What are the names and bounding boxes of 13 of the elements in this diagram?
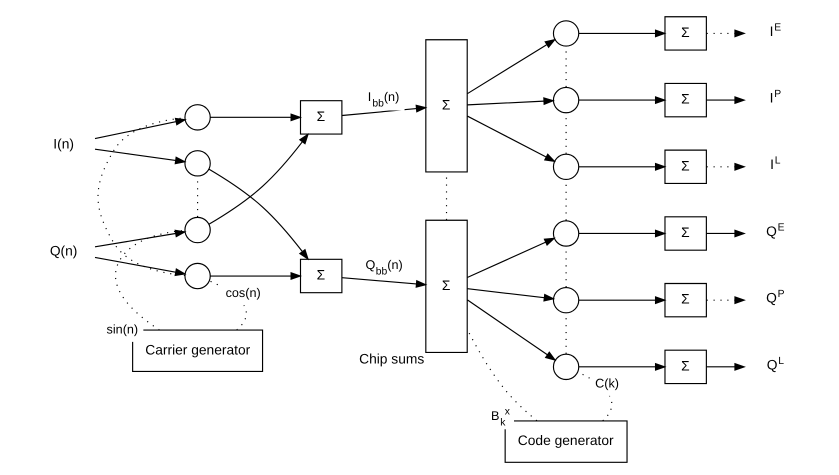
node-text: Q$^{L}$: [766, 356, 784, 372]
node-text: I$^{P}$: [770, 89, 782, 106]
edge-label: Q$_{bb}$(n): [365, 258, 403, 278]
node-label: Chip sums: [359, 352, 424, 367]
edge-label: I$_{bb}$(n): [368, 90, 400, 110]
node-text: I$^{L}$: [770, 156, 781, 172]
node-text: Q(n): [50, 243, 78, 258]
node-text: I(n): [53, 136, 74, 152]
node-text: I$^{E}$: [770, 22, 782, 39]
edge-label: cos(n): [226, 286, 261, 300]
node-text: Q$^{P}$: [766, 289, 785, 306]
edge-label: C(k): [595, 376, 619, 391]
node-text: Q$^{E}$: [766, 222, 785, 239]
